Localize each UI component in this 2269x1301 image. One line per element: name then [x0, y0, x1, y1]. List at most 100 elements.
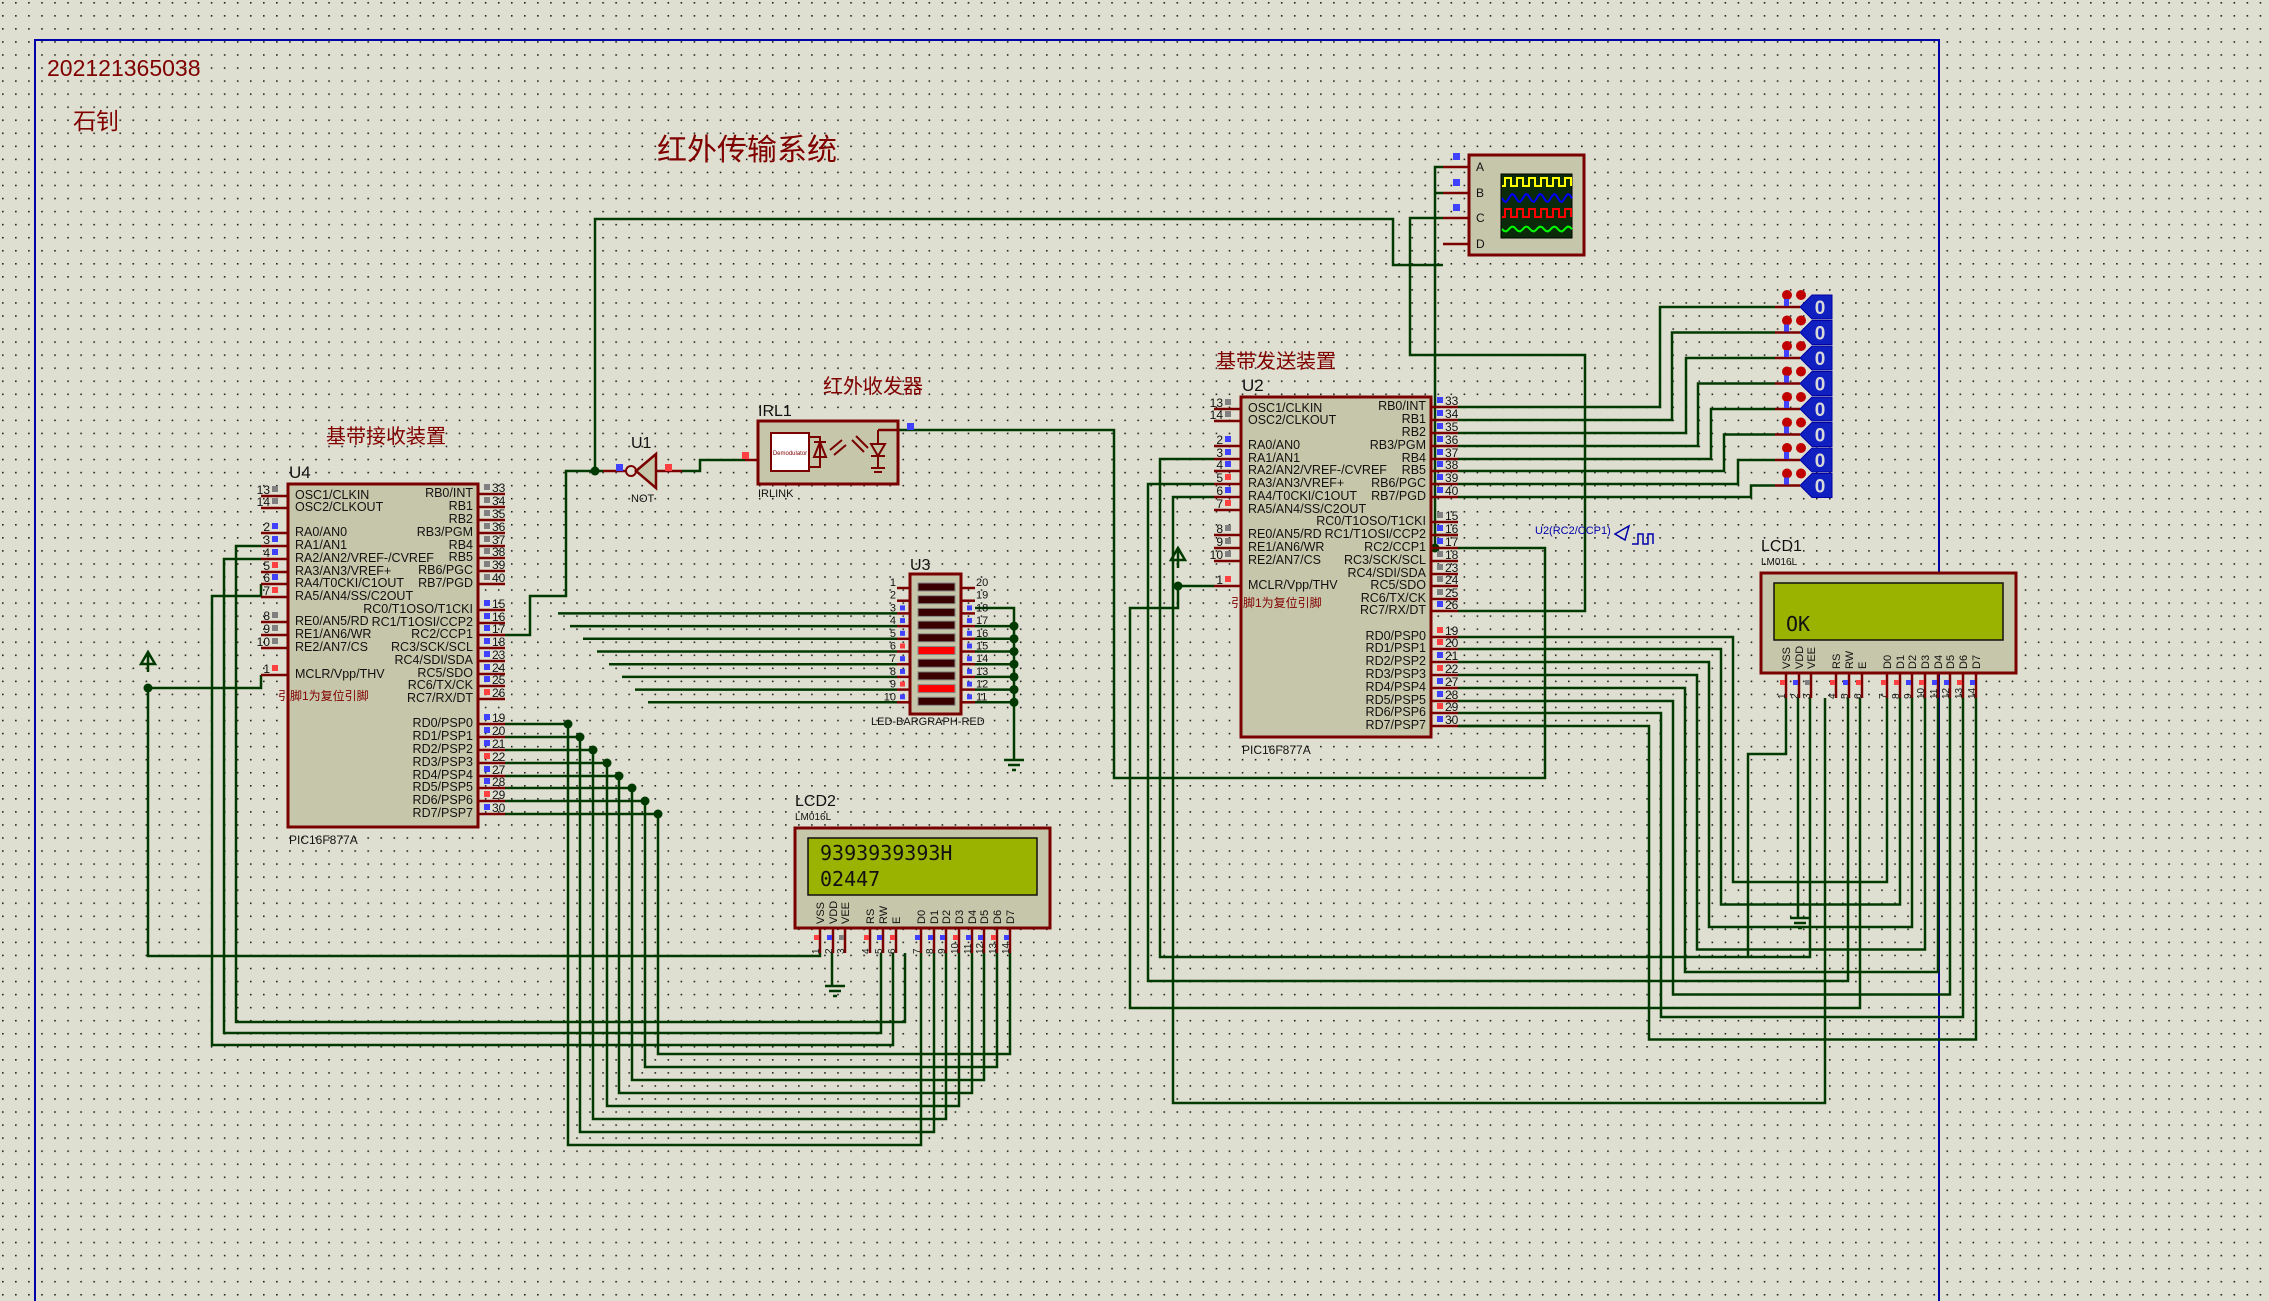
lcd-pin-name: D5: [1945, 655, 1957, 669]
toggle-down-icon[interactable]: [1782, 392, 1792, 402]
lcd-pin-number: 12: [1941, 687, 1952, 699]
logic-state-toggle-3[interactable]: 0: [1775, 366, 1833, 396]
lcd-pin-name: D7: [1005, 910, 1017, 924]
toggle-up-icon[interactable]: [1796, 315, 1806, 326]
lcd-pin-number: 7: [1878, 693, 1889, 699]
toggle-down-icon[interactable]: [1782, 366, 1792, 377]
lcd-pin-number: 6: [887, 948, 898, 954]
lcd1-display[interactable]: LCD1LM016LOKVSS1VDD2VEE3RS4RW5E6D07D18D2…: [1759, 538, 2018, 699]
lcd1-line2: OK: [1786, 612, 1810, 636]
pin-name: RA0/AN0: [295, 525, 347, 539]
pin-number: 16: [1445, 522, 1459, 536]
pin-name: MCLR/Vpp/THV: [1248, 578, 1338, 592]
pin-state-red: [1225, 576, 1231, 582]
pin-number: 26: [1445, 598, 1459, 612]
pin-name: RD2/PSP2: [413, 742, 473, 756]
pin-state-red: [484, 753, 490, 759]
logic-state-body[interactable]: [1799, 447, 1833, 473]
pin-number: 17: [1445, 535, 1459, 549]
logic-state-body[interactable]: [1799, 294, 1833, 320]
pin-state-blue: [1784, 299, 1789, 306]
toggle-up-icon[interactable]: [1796, 468, 1806, 479]
logic-state-body[interactable]: [1799, 320, 1833, 345]
pin-state-blue: [967, 694, 972, 700]
u4-body[interactable]: [286, 482, 480, 829]
pin-state-blue: [940, 935, 945, 940]
toggle-up-icon[interactable]: [1796, 290, 1806, 300]
toggle-down-icon[interactable]: [1782, 443, 1792, 453]
pin-name: RC0/T1OSO/T1CKI: [363, 602, 473, 616]
pin-number: 6: [263, 571, 270, 585]
pin-number: 5: [1216, 471, 1223, 485]
logic-state-toggle-0[interactable]: 0: [1775, 290, 1833, 320]
logic-state-toggle-2[interactable]: 0: [1775, 341, 1833, 371]
toggle-up-icon[interactable]: [1796, 443, 1806, 453]
toggle-up-icon[interactable]: [1796, 341, 1806, 351]
pin-state-blue: [1843, 680, 1848, 685]
pin-state-blue: [484, 651, 490, 657]
wire: [1408, 216, 1587, 613]
pin-state-gray: [1225, 538, 1231, 544]
pin-state-red: [1225, 474, 1231, 480]
pin-state-blue: [484, 804, 490, 810]
pin-number: 3: [1216, 446, 1223, 460]
pin-number: 23: [1445, 561, 1459, 575]
logic-state-body[interactable]: [1799, 396, 1833, 422]
toggle-up-icon[interactable]: [1796, 366, 1806, 377]
toggle-up-icon[interactable]: [1796, 417, 1806, 428]
pin-state-blue: [877, 935, 882, 940]
logic-state-body[interactable]: [1799, 371, 1833, 396]
sheet-title: 红外传输系统: [657, 134, 837, 167]
pin-name: RB6/PGC: [1371, 476, 1426, 490]
toggle-down-icon[interactable]: [1782, 315, 1792, 326]
toggle-down-icon[interactable]: [1782, 290, 1792, 300]
toggle-down-icon[interactable]: [1782, 417, 1792, 428]
logic-state-body[interactable]: [1799, 473, 1833, 498]
logic-state-toggle-6[interactable]: 0: [1775, 443, 1833, 473]
logic-state-value: 0: [1815, 426, 1826, 447]
u3-part: LED-BARGRAPH-RED: [871, 716, 985, 728]
pin-state-gray: [1437, 512, 1443, 518]
wire: [656, 814, 1012, 1056]
lcd-pin-number: 3: [836, 948, 847, 954]
u2-body[interactable]: [1239, 395, 1433, 739]
pin-number: 16: [492, 610, 506, 624]
pin-name: RB5: [449, 550, 473, 564]
logic-state-toggle-4[interactable]: 0: [1775, 392, 1833, 422]
led-segment-5: [917, 633, 956, 643]
toggle-down-icon[interactable]: [1782, 468, 1792, 479]
lcd-pin-number: 13: [988, 942, 999, 954]
pin-number: 13: [1210, 396, 1224, 410]
logic-state-toggle-7[interactable]: 0: [1775, 468, 1833, 498]
logic-state-toggle-1[interactable]: 0: [1775, 315, 1833, 345]
wire: [617, 776, 974, 1095]
pin-state-blue: [484, 625, 490, 631]
wire: [1458, 686, 1940, 974]
pin-number: 7: [1216, 497, 1223, 511]
pin-number: 11: [976, 691, 987, 703]
logic-state-toggle-5[interactable]: 0: [1775, 417, 1833, 447]
lcd2-display[interactable]: LCD2LM016L9393939393H02447VSS1VDD2VEE3RS…: [793, 793, 1052, 954]
logic-state-body[interactable]: [1799, 345, 1833, 371]
pin-name: RC1/T1OSI/CCP2: [372, 615, 473, 629]
lcd2-line2: 02447: [820, 867, 880, 891]
lcd-pin-name: VDD: [1794, 646, 1806, 669]
pin-state-blue: [484, 664, 490, 670]
u4-ref: U4: [289, 463, 311, 482]
pin-state-red: [272, 587, 278, 593]
lcd-pin-number: 9: [1903, 693, 1914, 699]
toggle-down-icon[interactable]: [1782, 341, 1792, 351]
pin-number: 40: [492, 571, 506, 585]
pin-number: 3: [263, 533, 270, 547]
toggle-up-icon[interactable]: [1796, 392, 1806, 402]
logic-state-body[interactable]: [1799, 422, 1833, 447]
pin-state-blue: [967, 643, 972, 649]
